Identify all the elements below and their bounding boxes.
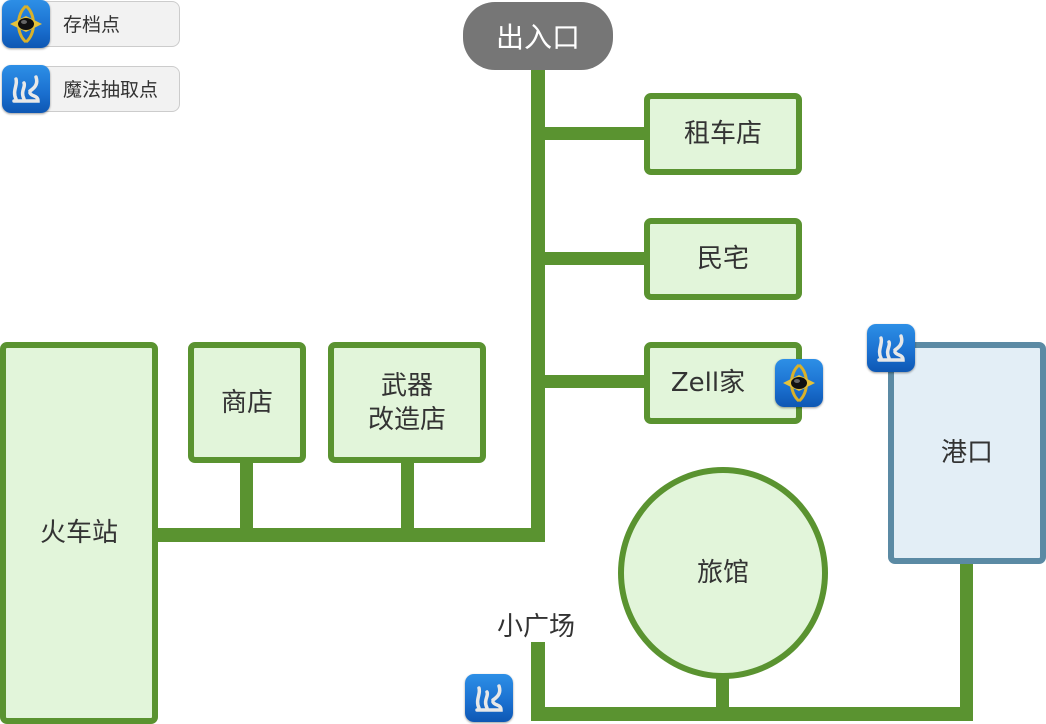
weapon-shop-label-line1: 武器 xyxy=(380,370,433,401)
main-vertical-path-top xyxy=(531,66,545,542)
harbor-node[interactable]: 港口 xyxy=(888,342,1046,564)
save-point-icon xyxy=(775,359,823,407)
inn-node[interactable]: 旅馆 xyxy=(618,467,828,679)
inn-label: 旅馆 xyxy=(696,558,749,588)
entrance-label: 出入口 xyxy=(495,21,580,54)
zell-house-label: Zell家 xyxy=(670,368,746,398)
magic-draw-point-icon xyxy=(465,674,513,722)
weapon-shop-label-line2: 改造店 xyxy=(367,404,446,435)
path-to-shop xyxy=(240,458,253,538)
shop-label: 商店 xyxy=(220,387,273,418)
path-to-car-rental xyxy=(531,127,649,140)
path-west xyxy=(154,528,545,542)
harbor-label: 港口 xyxy=(940,438,993,468)
save-point-icon xyxy=(2,0,50,48)
car-rental-label: 租车店 xyxy=(683,119,762,149)
legend-save-point-label: 存档点 xyxy=(63,14,121,36)
residence-label: 民宅 xyxy=(696,244,749,274)
path-to-zell-house xyxy=(531,375,649,388)
entrance-node[interactable]: 出入口 xyxy=(463,2,613,70)
legend-magic-draw-point-label: 魔法抽取点 xyxy=(63,79,159,101)
plaza-label: 小广场 xyxy=(497,612,576,642)
main-vertical-path-bottom xyxy=(531,642,545,720)
car-rental-node[interactable]: 租车店 xyxy=(644,93,802,175)
residence-node[interactable]: 民宅 xyxy=(644,218,802,300)
train-station-label: 火车站 xyxy=(39,518,118,548)
path-to-weapon-shop xyxy=(401,458,414,538)
train-station-node[interactable]: 火车站 xyxy=(0,342,158,724)
path-to-inn xyxy=(716,674,729,714)
shop-node[interactable]: 商店 xyxy=(188,342,306,463)
path-to-harbor xyxy=(960,558,973,718)
magic-draw-point-icon xyxy=(867,324,915,372)
weapon-shop-node[interactable]: 武器 改造店 xyxy=(328,342,486,463)
zell-house-node[interactable]: Zell家 xyxy=(644,342,802,424)
path-south xyxy=(531,707,973,721)
magic-draw-point-icon xyxy=(2,65,50,113)
path-to-residence xyxy=(531,252,649,265)
